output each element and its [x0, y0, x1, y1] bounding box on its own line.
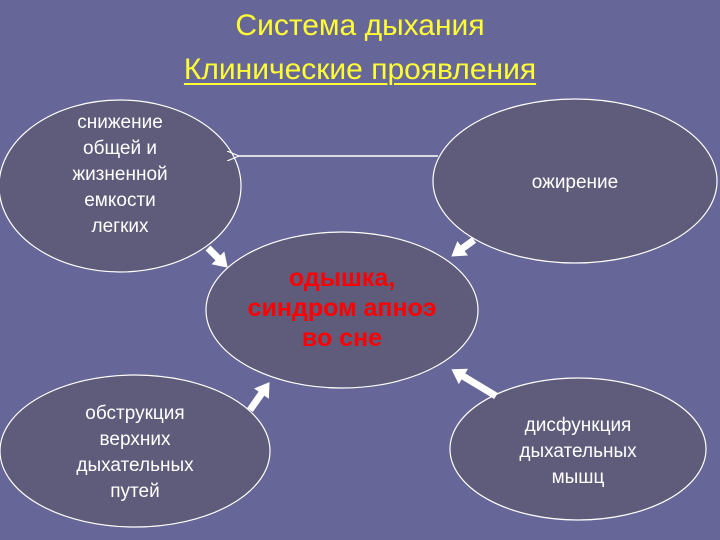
- node-line: ожирение: [531, 172, 619, 193]
- node-line: во сне: [301, 324, 383, 352]
- node-text-top-right: ожирение: [475, 168, 675, 198]
- node-text-bottom-left: обструкция верхних дыхательных путей: [40, 396, 230, 510]
- node-text-center: одышка, синдром апноэ во сне: [206, 250, 478, 366]
- block-arrow-topleft-to-center: [205, 245, 228, 268]
- node-line: снижение: [77, 112, 163, 133]
- node-line: путей: [110, 481, 160, 502]
- node-line: общей и: [83, 138, 157, 159]
- block-arrow-bottomleft-to-center: [247, 382, 270, 413]
- node-line: дыхательных: [76, 455, 194, 476]
- node-line: верхних: [99, 429, 171, 450]
- node-line: легких: [91, 216, 149, 237]
- node-text-bottom-right: дисфункция дыхательных мышц: [488, 410, 668, 494]
- node-bottom-left: [0, 374, 271, 528]
- node-line: дыхательных: [519, 441, 637, 462]
- node-bottom-right: [449, 377, 707, 521]
- node-line: синдром апноэ: [247, 294, 437, 322]
- block-arrow-topright-to-center: [451, 237, 477, 257]
- node-line: мышц: [551, 467, 605, 488]
- block-arrow-bottomright-to-center: [451, 368, 498, 400]
- slide-subtitle: Клинические проявления: [183, 53, 537, 86]
- node-line: емкости: [84, 190, 156, 211]
- node-top-left: [0, 99, 242, 273]
- node-text-top-left: снижение общей и жизненной емкости легки…: [40, 106, 200, 244]
- node-center: [205, 231, 479, 389]
- node-line: жизненной: [72, 164, 168, 185]
- node-line: обструкция: [85, 403, 185, 424]
- node-line: дисфункция: [524, 415, 632, 436]
- node-line: одышка,: [288, 264, 396, 292]
- node-top-right: [432, 98, 718, 264]
- slide-title: Система дыхания: [235, 9, 485, 42]
